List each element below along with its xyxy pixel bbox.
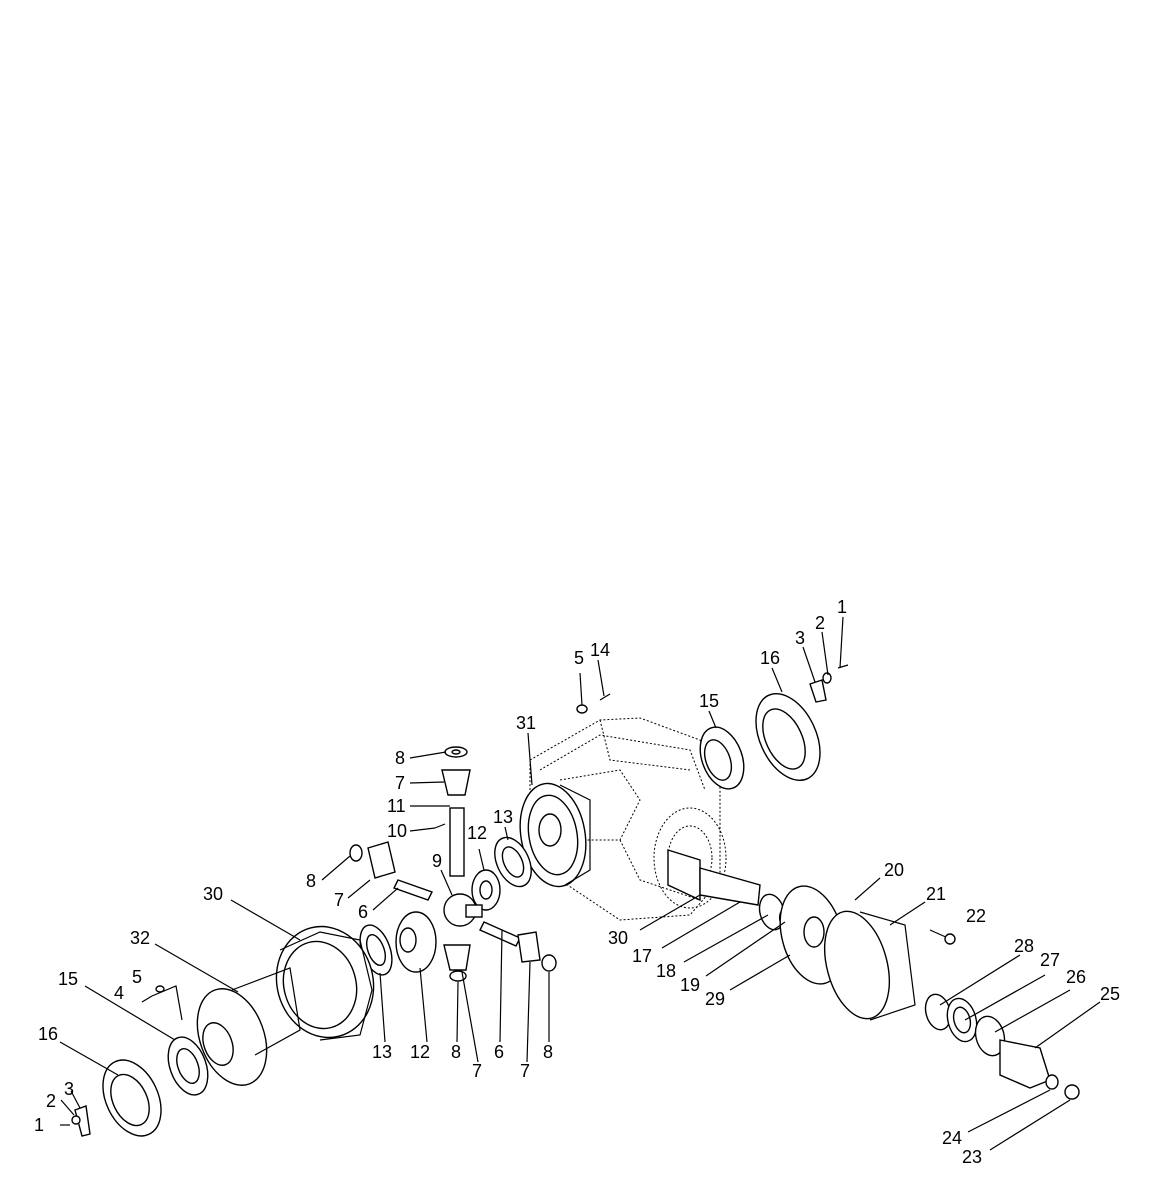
callout-31: 31 — [516, 713, 536, 733]
callout-15: 15 — [699, 691, 719, 711]
callout-7: 7 — [334, 890, 344, 910]
callout-6: 6 — [494, 1042, 504, 1062]
callout-25: 25 — [1100, 984, 1120, 1004]
callout-7: 7 — [472, 1061, 482, 1081]
callout-10: 10 — [387, 821, 407, 841]
callout-1: 1 — [34, 1115, 44, 1135]
callout-26: 26 — [1066, 967, 1086, 987]
callout-13: 13 — [372, 1042, 392, 1062]
callout-5: 5 — [132, 967, 142, 987]
callout-8: 8 — [395, 748, 405, 768]
callout-7: 7 — [395, 773, 405, 793]
callout-20: 20 — [884, 860, 904, 880]
callout-8: 8 — [306, 871, 316, 891]
bearing-15-top — [699, 726, 745, 790]
side-gear-31 — [519, 782, 591, 888]
top-right-parts — [576, 664, 849, 790]
callout-8: 8 — [451, 1042, 461, 1062]
callout-14: 14 — [590, 640, 610, 660]
callout-30: 30 — [608, 928, 628, 948]
callout-7: 7 — [520, 1061, 530, 1081]
callout-4: 4 — [114, 983, 124, 1003]
leader-lines — [59, 616, 1101, 1151]
callout-27: 27 — [1040, 950, 1060, 970]
callout-6: 6 — [358, 902, 368, 922]
callout-28: 28 — [1014, 936, 1034, 956]
callout-32: 32 — [130, 928, 150, 948]
callout-2: 2 — [46, 1091, 56, 1111]
callout-3: 3 — [64, 1079, 74, 1099]
callout-12: 12 — [467, 823, 487, 843]
callout-13: 13 — [493, 807, 513, 827]
callout-16: 16 — [38, 1024, 58, 1044]
callout-3: 3 — [795, 628, 805, 648]
callout-5: 5 — [574, 648, 584, 668]
callout-16: 16 — [760, 648, 780, 668]
pinion-assembly — [667, 849, 1080, 1100]
callout-17: 17 — [632, 946, 652, 966]
callout-29: 29 — [705, 989, 725, 1009]
callout-23: 23 — [962, 1147, 982, 1167]
ring-nut-16-top — [755, 692, 821, 782]
callout-22: 22 — [966, 906, 986, 926]
callout-30: 30 — [203, 884, 223, 904]
callout-15: 15 — [58, 969, 78, 989]
callout-11: 11 — [387, 796, 406, 816]
callout-24: 24 — [942, 1128, 962, 1148]
callout-9: 9 — [432, 851, 442, 871]
callout-2: 2 — [815, 613, 825, 633]
callout-1: 1 — [837, 597, 847, 617]
left-assembly — [60, 925, 375, 1137]
differential-internals — [349, 746, 557, 982]
callout-8: 8 — [543, 1042, 553, 1062]
callout-21: 21 — [926, 884, 946, 904]
callout-labels: 1 2 3 16 15 14 5 31 8 7 11 10 12 13 9 8 … — [34, 597, 1120, 1167]
callout-12: 12 — [410, 1042, 430, 1062]
callout-18: 18 — [656, 961, 676, 981]
callout-19: 19 — [680, 975, 700, 995]
